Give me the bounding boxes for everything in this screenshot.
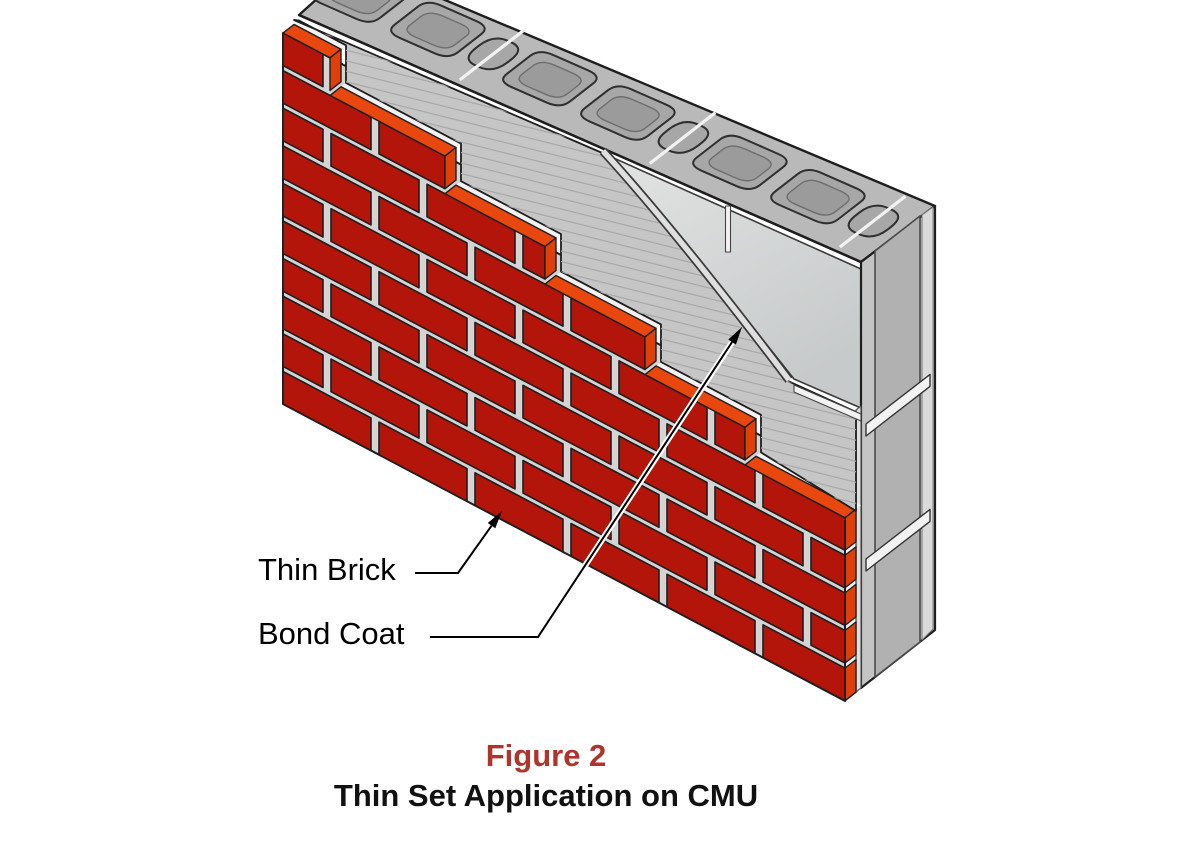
label-thin-brick: Thin Brick [258, 552, 396, 587]
leader-lines [415, 327, 742, 639]
cmu-end-section [859, 204, 937, 690]
brick-end-edge [844, 405, 862, 702]
label-bond-coat: Bond Coat [258, 616, 405, 651]
thin-brick-veneer [282, 20, 861, 702]
cmu-top-face [297, 0, 937, 264]
joint-details [724, 205, 862, 422]
figure-title: Thin Set Application on CMU [333, 778, 759, 813]
figure-caption: Figure 2 Thin Set Application on CMU [0, 736, 1092, 816]
figure-number: Figure 2 [485, 738, 607, 773]
